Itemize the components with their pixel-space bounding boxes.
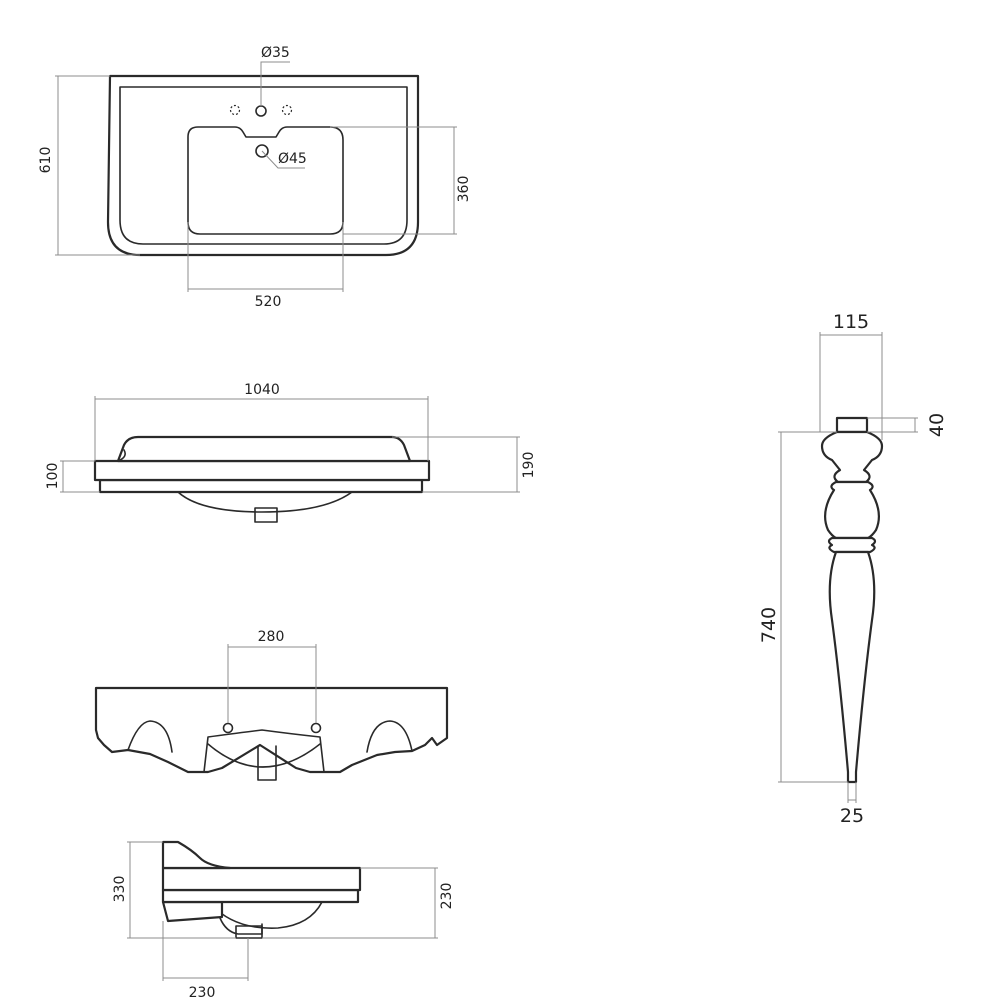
leg-foot-width-label: 25 xyxy=(840,805,864,827)
side-view-backsplash xyxy=(161,840,232,870)
rear-view-bracket-hole-left xyxy=(222,722,234,734)
leg-cap-height-label: 40 xyxy=(926,413,948,437)
leg-shaft xyxy=(828,550,876,784)
side-view-rim-slab xyxy=(161,866,362,892)
leg-cap xyxy=(835,416,869,434)
rear-view-outline xyxy=(94,686,449,774)
waste-hole xyxy=(255,144,269,158)
rear-view-bracket-hole-right xyxy=(310,722,322,734)
top-view: Ø35 Ø45 610 360 520 xyxy=(38,45,472,310)
side-right-height-label: 230 xyxy=(439,883,455,910)
side-view-waste-outlet xyxy=(235,925,263,939)
rear-view: 280 xyxy=(94,629,449,781)
leg-height-label: 740 xyxy=(758,607,780,643)
leg-upper-bulb xyxy=(820,430,884,484)
tap-hole-left-optional xyxy=(229,104,241,116)
bowl-width-label: 520 xyxy=(255,294,282,310)
tap-hole-leader xyxy=(260,61,290,106)
front-view-rim-slab xyxy=(93,459,431,482)
front-view: 1040 100 190 xyxy=(45,382,537,523)
leg-middle-bulb xyxy=(823,480,881,540)
rim-height-label: 100 xyxy=(45,463,61,490)
total-height-label: 190 xyxy=(521,452,537,479)
rear-view-left-bracket xyxy=(127,720,173,753)
side-view-waste-trap xyxy=(219,917,263,935)
side-view: 330 230 230 xyxy=(112,840,455,1000)
tap-hole-diameter-label: Ø35 xyxy=(261,45,290,61)
leg-top-width-label: 115 xyxy=(833,311,869,333)
waste-hole-leader xyxy=(261,150,305,169)
bracket-spacing-label: 280 xyxy=(258,629,285,645)
front-view-base-plate xyxy=(98,478,424,494)
top-view-inner-rim xyxy=(119,86,408,245)
front-view-waste-outlet xyxy=(254,507,278,523)
leg-collar xyxy=(827,536,877,554)
front-view-bowl-underside xyxy=(177,491,353,513)
side-view-base-plate xyxy=(161,888,360,904)
side-height-label: 330 xyxy=(112,876,128,903)
front-view-upper-rim xyxy=(116,435,412,463)
rear-view-bowl-curve xyxy=(207,743,321,768)
rear-view-central-support xyxy=(203,729,325,773)
side-view-basin-underside xyxy=(211,901,323,929)
side-view-bracket xyxy=(161,900,224,923)
waste-hole-diameter-label: Ø45 xyxy=(278,151,307,167)
leg-view: 115 40 740 25 xyxy=(758,311,948,827)
depth-label: 610 xyxy=(38,147,54,174)
top-view-outer-outline xyxy=(106,74,420,257)
rear-view-waste-outlet xyxy=(257,745,277,781)
rear-view-right-bracket xyxy=(366,720,413,753)
bowl-depth-label: 360 xyxy=(456,176,472,203)
width-label: 1040 xyxy=(244,382,280,398)
side-base-depth-label: 230 xyxy=(189,985,216,1000)
tap-hole-right-optional xyxy=(281,104,293,116)
front-view-rim-detail xyxy=(117,449,126,462)
